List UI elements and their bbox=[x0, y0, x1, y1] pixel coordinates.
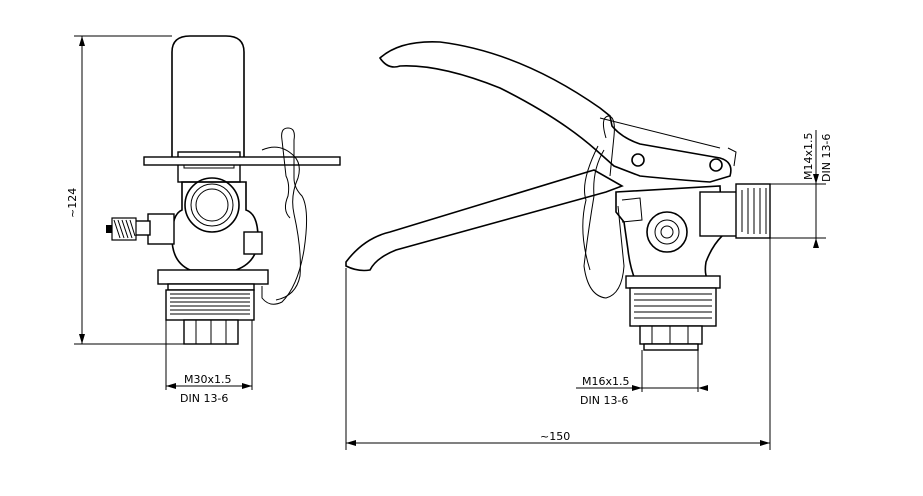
side-thread-dimension: M16x1.5 DIN 13-6 bbox=[576, 350, 708, 407]
side-thread-standard-label: DIN 13-6 bbox=[580, 394, 628, 407]
side-view bbox=[345, 41, 771, 351]
front-thread-dimension: M30x1.5 DIN 13-6 bbox=[165, 320, 253, 405]
side-thread-size-label: M16x1.5 bbox=[582, 375, 630, 388]
outlet-thread-size-label: M14x1.5 bbox=[802, 133, 815, 181]
front-thread-standard-label: DIN 13-6 bbox=[180, 392, 228, 405]
outlet-thread-dimension: M14x1.5 DIN 13-6 bbox=[770, 130, 833, 248]
front-thread-size-label: M30x1.5 bbox=[184, 373, 232, 386]
length-dimension-label: ~150 bbox=[540, 430, 570, 443]
height-dimension-label: ~124 bbox=[66, 188, 79, 218]
height-dimension: ~124 bbox=[66, 35, 186, 345]
outlet-thread-standard-label: DIN 13-6 bbox=[820, 134, 833, 182]
front-view bbox=[106, 35, 341, 345]
length-dimension: ~150 bbox=[345, 238, 771, 450]
